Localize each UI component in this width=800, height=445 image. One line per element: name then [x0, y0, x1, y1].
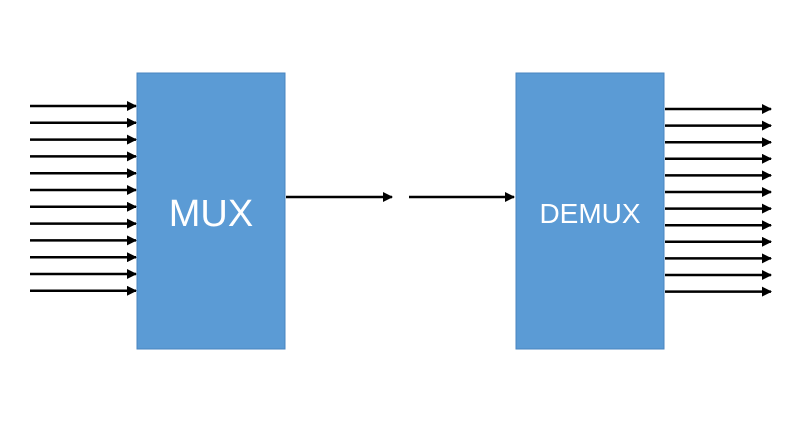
demux-label: DEMUX: [539, 198, 640, 229]
demux-block: [515, 72, 665, 350]
mux-block: [136, 72, 286, 350]
mux-label: MUX: [169, 193, 253, 235]
mux-input-lines: [30, 101, 137, 296]
demux-output-lines: [665, 104, 772, 297]
